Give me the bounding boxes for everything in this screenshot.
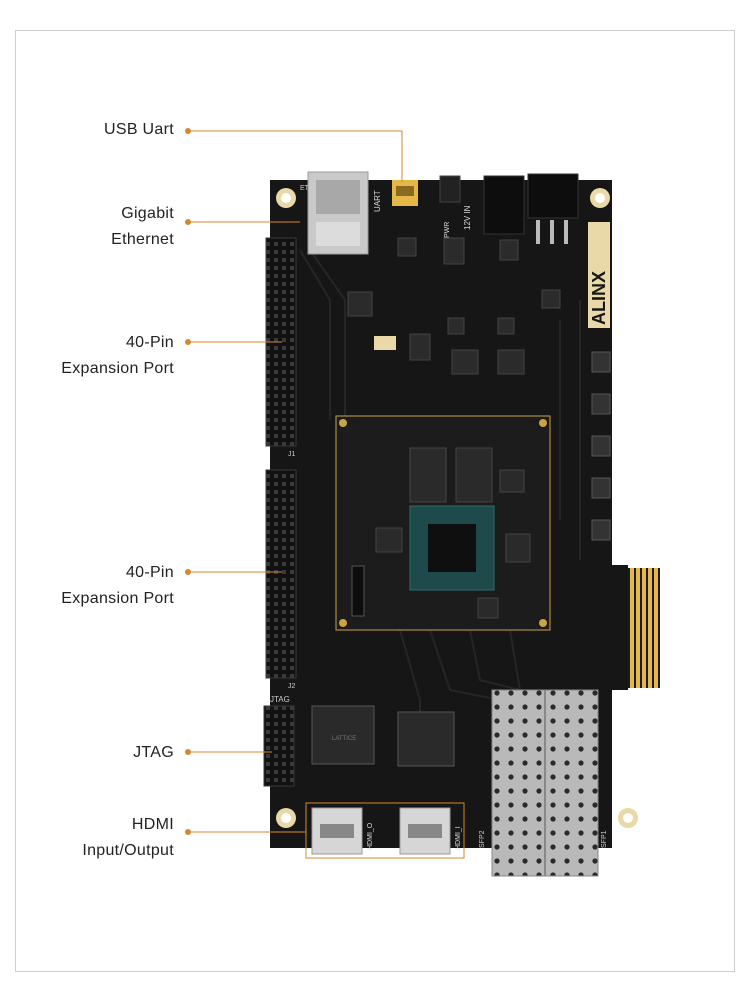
silk-hdmi-i: HDMI_I — [455, 826, 462, 850]
user-keys — [591, 351, 611, 541]
label-gigabit-ethernet: Gigabit Ethernet — [111, 205, 174, 248]
silk-sfp2: SFP2 — [479, 830, 486, 848]
silk-sfp1: SFP1 — [601, 830, 608, 848]
hdmi-connectors — [311, 807, 451, 855]
mounting-holes — [276, 188, 638, 828]
hdmi-highlight-box — [305, 802, 465, 859]
sfp-cages — [491, 689, 599, 877]
callout-dots — [185, 128, 191, 835]
expansion-header-bottom — [265, 469, 297, 679]
usb-uart-connector — [392, 180, 418, 206]
alinx-logo: ALINX — [588, 222, 610, 328]
pcie-gold-fingers — [628, 568, 660, 688]
label-expansion-port-bottom: 40-Pin Expansion Port — [61, 564, 174, 607]
crystal — [374, 336, 396, 350]
ethernet-jack — [307, 171, 369, 255]
power-jack — [483, 175, 525, 235]
silk-j1: J1 — [288, 451, 296, 458]
power-switch — [439, 175, 461, 203]
callout-lines — [188, 130, 403, 833]
label-jtag: JTAG — [133, 744, 174, 761]
silk-hdmi-o: HDMI_O — [367, 822, 374, 850]
silk-12v: 12V IN — [463, 205, 472, 230]
chip-lattice: LATTICE — [332, 736, 356, 742]
jtag-header — [263, 705, 295, 787]
power-connector — [527, 173, 579, 219]
label-expansion-port-top: 40-Pin Expansion Port — [61, 334, 174, 377]
silk-j2: J2 — [288, 683, 296, 690]
hdmi-chips — [311, 705, 455, 767]
silk-jtag: JTAG — [270, 695, 290, 704]
svg-text:ALINX: ALINX — [589, 271, 609, 325]
silk-eth: ETH — [300, 185, 314, 192]
image-frame — [15, 30, 735, 972]
silk-pwr: PWR — [444, 222, 451, 238]
power-pins — [536, 220, 568, 244]
core-module — [335, 415, 551, 631]
silk-uart: UART — [373, 190, 382, 212]
label-usb-uart: USB Uart — [104, 121, 174, 138]
small-ics — [347, 237, 561, 375]
label-hdmi: HDMI Input/Output — [82, 816, 174, 859]
